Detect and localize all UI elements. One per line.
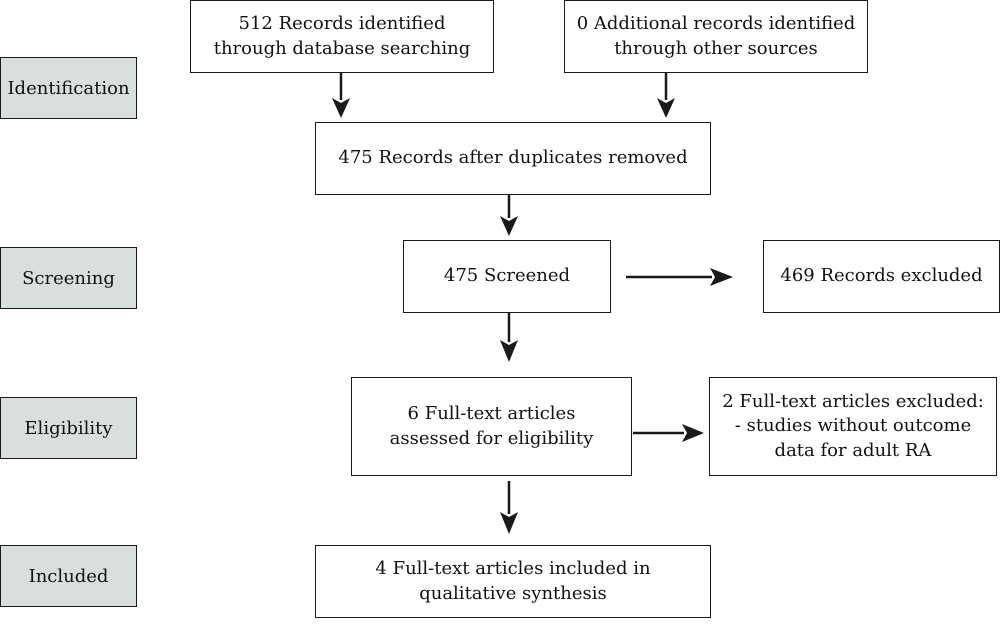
arrowhead [657,98,675,118]
arrowhead [500,512,518,534]
arrowhead [682,424,704,442]
phase-eligibility: Eligibility [0,397,137,459]
other-sources-box: 0 Additional records identified through … [564,0,868,73]
phase-identification: Identification [0,57,137,119]
records-excluded-box: 469 Records excluded [763,240,1000,313]
screened-box: 475 Screened [403,240,611,313]
full-text-assessed-box: 6 Full-text articles assessed for eligib… [351,377,632,476]
arrowhead [332,98,350,118]
included-synthesis-box: 4 Full-text articles included in qualita… [315,545,711,618]
database-records-box: 512 Records identified through database … [190,0,494,73]
arrowhead [500,340,518,362]
arrowhead [710,268,733,286]
full-text-excluded-box: 2 Full-text articles excluded: - studies… [709,377,997,476]
arrowhead [500,216,518,236]
after-duplicates-box: 475 Records after duplicates removed [315,122,711,195]
phase-included: Included [0,545,137,607]
phase-screening: Screening [0,247,137,309]
